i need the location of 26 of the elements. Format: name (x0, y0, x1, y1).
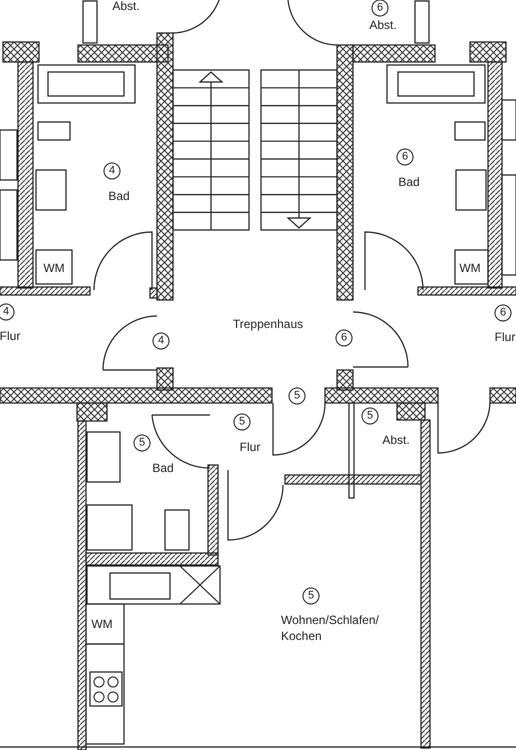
room-number: 6 (336, 330, 352, 346)
room-label: Bad (398, 175, 420, 189)
room-number: 6 (372, 0, 388, 16)
room-label: Bad (152, 461, 174, 475)
room-label: WM (459, 261, 481, 275)
room-label: Flur (0, 329, 20, 343)
room-number: 5 (288, 388, 306, 404)
room-label: Wohnen/Schlafen/ Kochen (281, 612, 380, 644)
room-label: Flur (494, 330, 516, 344)
room-label: Treppenhaus (232, 317, 304, 331)
room-label: Abst. (112, 0, 140, 13)
room-number: 4 (104, 162, 120, 180)
room-number: 5 (134, 434, 150, 452)
room-label: WM (91, 617, 113, 631)
room-number: 6 (396, 148, 414, 166)
room-number: 5 (362, 408, 378, 424)
room-number: 4 (0, 304, 14, 320)
room-label: WM (43, 261, 65, 275)
room-number: 4 (152, 332, 170, 350)
room-label: Abst. (382, 433, 410, 447)
room-label: Bad (108, 189, 130, 203)
room-label: Abst. (369, 18, 397, 32)
room-label: Flur (240, 440, 260, 454)
room-number: 5 (234, 414, 250, 430)
room-number: 5 (302, 588, 320, 604)
room-number: 6 (494, 304, 512, 322)
